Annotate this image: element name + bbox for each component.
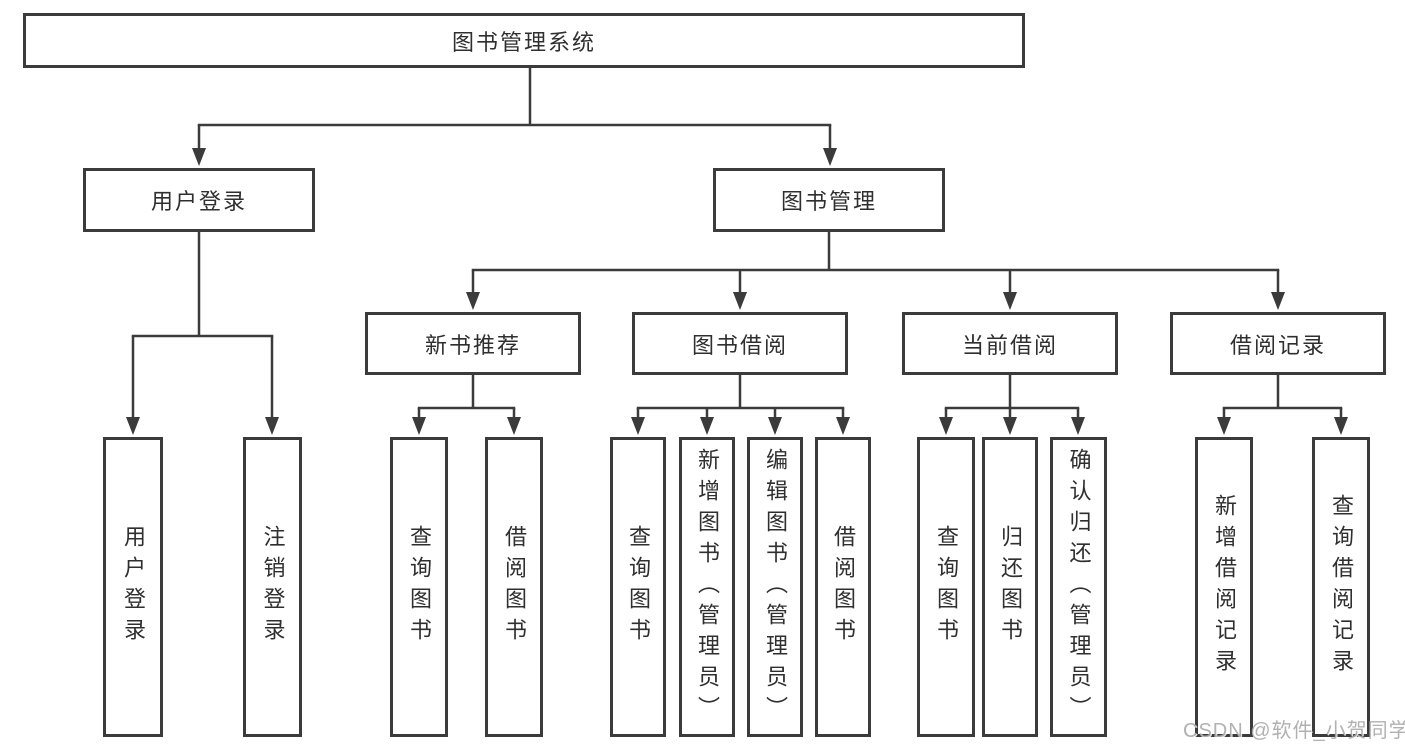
arrowhead-down-icon [466,292,480,310]
node-borrowing-records: 借阅记录 [1170,312,1386,375]
node-library-management-system: 图书管理系统 [23,13,1025,68]
node-label: 用户登录 [150,189,247,214]
node-label: 借阅记录 [1229,332,1326,358]
leaf-label: 注销登录 [260,525,286,649]
leaf-borrow-books-recommend: 借阅图书 [485,437,543,737]
leaf-logout: 注销登录 [243,437,302,737]
leaf-label: 查询图书 [626,525,651,649]
arrowhead-down-icon [1271,292,1285,310]
node-label: 图书借阅 [691,332,788,358]
node-label: 当前借阅 [961,332,1058,358]
arrowhead-down-icon [1003,292,1017,310]
leaf-add-borrow-record: 新增借阅记录 [1195,437,1253,737]
leaf-label: 查询借阅记录 [1329,494,1354,680]
arrowhead-down-icon [412,417,426,435]
leaf-add-books-admin: 新增图书（管理员） [679,437,735,737]
leaf-user-login: 用户登录 [103,437,163,737]
node-label: 新书推荐 [424,332,521,358]
leaf-query-books-borrow: 查询图书 [610,437,666,737]
leaf-confirm-return-admin: 确认归还（管理员） [1050,437,1107,737]
leaf-query-borrow-record: 查询借阅记录 [1312,437,1370,737]
arrowhead-down-icon [768,417,782,435]
arrowhead-down-icon [939,417,953,435]
arrowhead-down-icon [507,417,521,435]
node-book-management: 图书管理 [713,168,945,232]
arrowhead-down-icon [265,417,279,435]
leaf-label: 确认归还（管理员） [1066,447,1092,727]
arrowhead-down-icon [1217,417,1231,435]
arrowhead-down-icon [192,148,206,166]
leaf-label: 编辑图书（管理员） [763,447,788,727]
node-current-borrowing: 当前借阅 [902,312,1118,375]
arrowhead-down-icon [836,417,850,435]
leaf-borrow-books: 借阅图书 [815,437,871,737]
csdn-watermark: CSDN @软件_小贺同学 [1183,720,1405,742]
arrowhead-down-icon [1334,417,1348,435]
arrowhead-down-icon [1003,417,1017,435]
leaf-edit-books-admin: 编辑图书（管理员） [747,437,803,737]
leaf-query-books-recommend: 查询图书 [390,437,448,737]
node-user-login: 用户登录 [83,168,315,232]
arrowhead-down-icon [823,148,837,166]
leaf-label: 用户登录 [121,525,146,649]
arrowhead-down-icon [700,417,714,435]
leaf-label: 归还图书 [998,525,1023,649]
node-label: 图书管理系统 [451,29,596,55]
arrowhead-down-icon [126,417,140,435]
arrowhead-down-icon [631,417,645,435]
node-new-book-recommendation: 新书推荐 [365,312,581,375]
node-book-borrowing: 图书借阅 [632,312,848,375]
leaf-label: 查询图书 [934,525,959,649]
leaf-return-books: 归还图书 [982,437,1038,737]
leaf-label: 新增图书（管理员） [695,447,720,727]
leaf-label: 借阅图书 [831,525,856,649]
leaf-query-books-current: 查询图书 [917,437,975,737]
arrowhead-down-icon [1071,417,1085,435]
leaf-label: 查询图书 [407,525,432,649]
arrowhead-down-icon [733,292,747,310]
leaf-label: 借阅图书 [502,525,527,649]
leaf-label: 新增借阅记录 [1212,494,1237,680]
node-label: 图书管理 [780,189,877,214]
